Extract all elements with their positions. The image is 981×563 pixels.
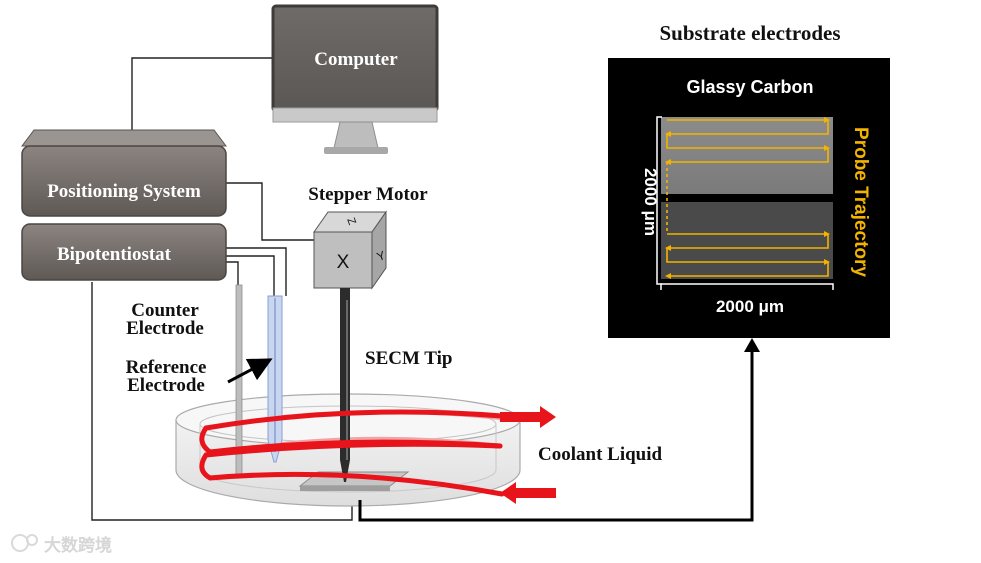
monitor-bezel-bottom bbox=[272, 107, 438, 123]
coolant-out-arrow bbox=[500, 406, 556, 428]
second-electrode bbox=[661, 202, 833, 279]
watermark-text: 大数跨境 bbox=[44, 535, 112, 555]
watermark: 大数跨境 bbox=[11, 534, 112, 555]
positioning-system: Positioning System bbox=[21, 129, 227, 217]
substrate-panel: Glassy Carbon 2000 μm 2000 μm Probe Traj… bbox=[608, 58, 890, 338]
computer-label: Computer bbox=[314, 49, 398, 70]
motor-axis-x: X bbox=[337, 252, 350, 273]
positioning-to-motor-wire bbox=[222, 182, 318, 241]
coolant-coil-front bbox=[199, 409, 505, 497]
bipotentiostat: Bipotentiostat bbox=[21, 223, 227, 281]
monitor-base bbox=[324, 147, 388, 154]
coolant-arrows bbox=[500, 406, 556, 504]
stepper-motor: Stepper Motor X Y Z bbox=[308, 184, 428, 290]
panel-background bbox=[608, 58, 890, 338]
substrate-to-panel-wire bbox=[358, 352, 754, 522]
coolant-in-arrow bbox=[500, 482, 556, 504]
substrate-title: Substrate electrodes bbox=[660, 21, 841, 45]
counter-electrode-label-1: Counter bbox=[131, 300, 199, 321]
dim-horizontal-label: 2000 μm bbox=[716, 297, 784, 316]
glassy-carbon-label: Glassy Carbon bbox=[686, 77, 813, 97]
panel-arrowhead bbox=[744, 338, 760, 352]
reference-electrode bbox=[267, 295, 283, 463]
watermark-logo-icon bbox=[11, 534, 38, 552]
glassy-carbon-electrode bbox=[661, 117, 833, 194]
positioning-system-body bbox=[21, 145, 227, 217]
probe-trajectory-label: Probe Trajectory bbox=[850, 127, 871, 277]
computer: Computer bbox=[271, 4, 439, 154]
reference-electrode-label-1: Reference bbox=[126, 357, 207, 378]
dim-vertical-label: 2000 μm bbox=[641, 168, 660, 236]
reference-pointer-arrow bbox=[227, 358, 273, 384]
bipotentiostat-to-counter-wire bbox=[222, 261, 239, 285]
trajectory-arrowheads bbox=[665, 117, 830, 279]
probe-trajectory-path bbox=[666, 119, 829, 277]
motor-axis-z: Z bbox=[344, 216, 358, 227]
monitor-stand bbox=[333, 121, 379, 149]
reference-electrode-label-2: Electrode bbox=[127, 375, 205, 396]
positioning-system-label: Positioning System bbox=[47, 181, 201, 202]
bipotentiostat-to-reference-wire bbox=[222, 255, 275, 296]
stepper-motor-label: Stepper Motor bbox=[308, 184, 428, 205]
coolant-liquid-label: Coolant Liquid bbox=[538, 444, 663, 465]
bipotentiostat-to-tip-wire bbox=[222, 247, 287, 296]
dimension-brackets bbox=[656, 116, 834, 290]
secm-tip bbox=[340, 288, 350, 482]
positioning-system-top bbox=[21, 129, 227, 147]
bipotentiostat-label: Bipotentiostat bbox=[57, 244, 172, 265]
counter-electrode-label-2: Electrode bbox=[126, 318, 204, 339]
secm-tip-label: SECM Tip bbox=[365, 348, 452, 369]
bipotentiostat-body bbox=[21, 223, 227, 281]
computer-to-positioning-wire bbox=[131, 57, 277, 130]
